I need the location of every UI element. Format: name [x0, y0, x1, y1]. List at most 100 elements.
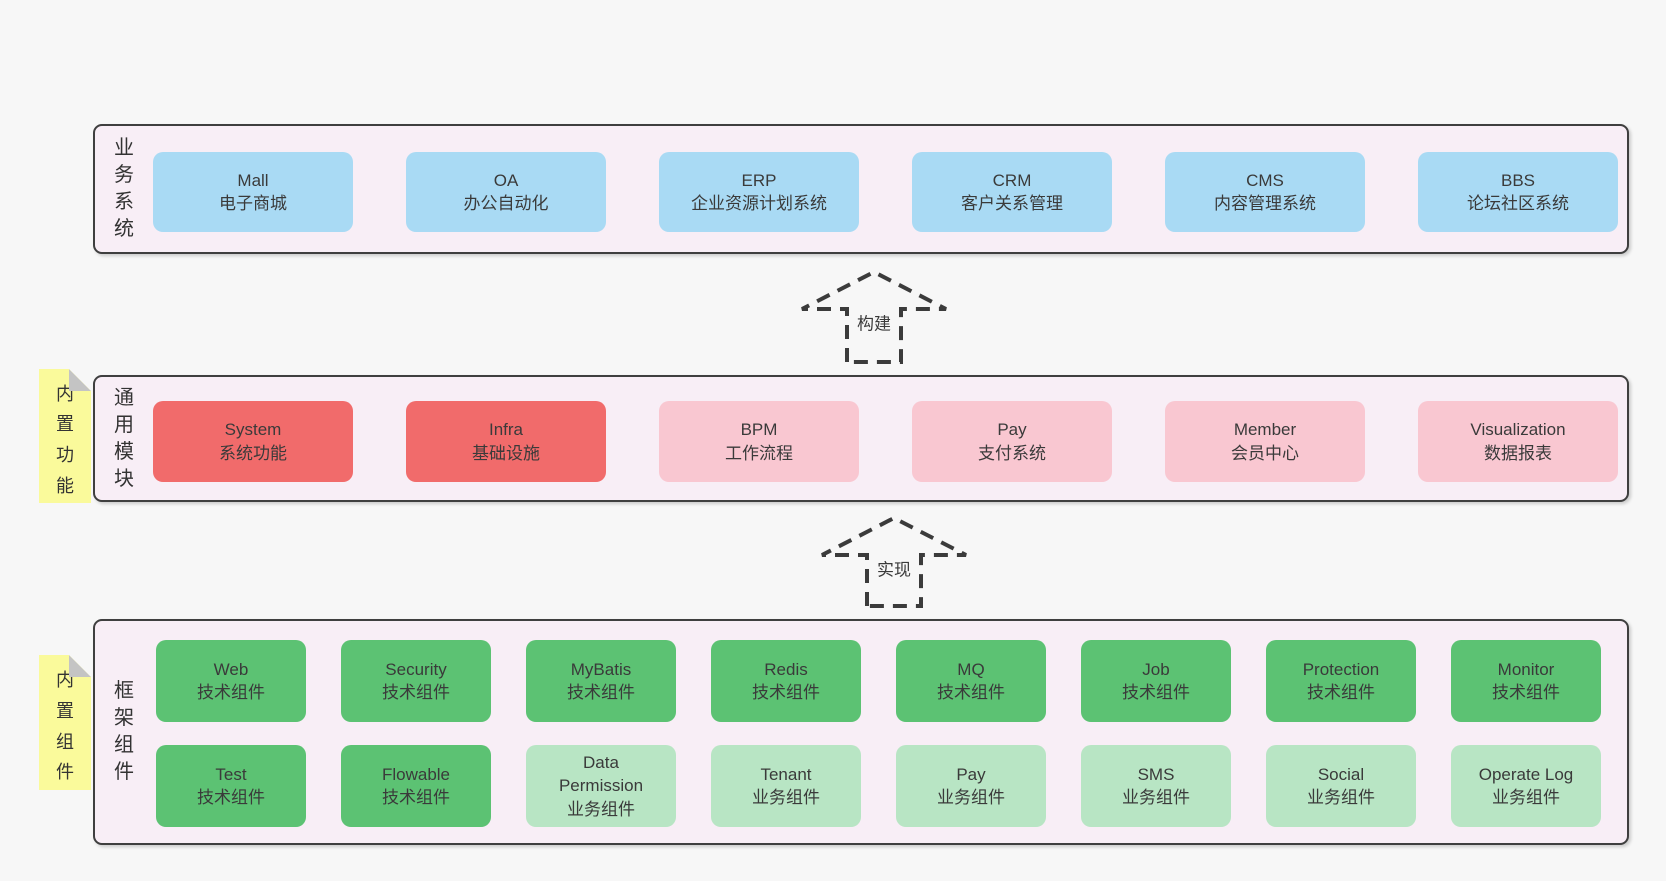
card-social: Social 业务组件	[1266, 745, 1416, 827]
card-sms-name: SMS	[1137, 764, 1175, 784]
card-security-sub: 技术组件	[382, 683, 450, 702]
card-mall-name: Mall	[237, 170, 269, 190]
card-tenant-name: Tenant	[760, 764, 812, 784]
sticky-builtin-components-text: 内置组件	[55, 670, 74, 783]
card-sms: SMS 业务组件	[1081, 745, 1231, 827]
card-bbs: BBS 论坛社区系统	[1418, 152, 1618, 232]
card-flowable: Flowable 技术组件	[341, 745, 491, 827]
card-monitor: Monitor 技术组件	[1451, 640, 1601, 722]
band-business-systems-label: 业务系统	[103, 126, 145, 252]
card-pay-component: Pay 业务组件	[896, 745, 1046, 827]
band-label-text: 通用模块	[114, 386, 134, 490]
card-operate-log-name: Operate Log	[1478, 764, 1574, 784]
card-monitor-sub: 技术组件	[1492, 683, 1560, 702]
card-pay-component-sub: 业务组件	[937, 788, 1005, 807]
implement-arrow-label: 实现	[873, 554, 915, 582]
card-social-sub: 业务组件	[1307, 788, 1375, 807]
card-erp: ERP 企业资源计划系统	[659, 152, 859, 232]
sticky-fold-corner-icon	[69, 655, 91, 677]
card-sms-sub: 业务组件	[1122, 788, 1190, 807]
card-flowable-name: Flowable	[381, 764, 451, 784]
build-arrow-label: 构建	[853, 308, 895, 336]
card-crm: CRM 客户关系管理	[912, 152, 1112, 232]
build-arrow-icon	[801, 269, 947, 364]
card-redis-sub: 技术组件	[752, 683, 820, 702]
card-cms-sub: 内容管理系统	[1214, 194, 1316, 213]
card-cms: CMS 内容管理系统	[1165, 152, 1365, 232]
implement-arrow-icon	[821, 515, 967, 608]
card-flowable-sub: 技术组件	[382, 788, 450, 807]
sticky-fold-corner-icon	[69, 369, 91, 391]
card-job-name: Job	[1142, 659, 1170, 679]
card-member-sub: 会员中心	[1231, 443, 1299, 463]
card-system: System 系统功能	[153, 401, 353, 482]
card-member-name: Member	[1233, 420, 1297, 440]
card-mybatis: MyBatis 技术组件	[526, 640, 676, 722]
card-job-sub: 技术组件	[1122, 683, 1190, 702]
card-mybatis-sub: 技术组件	[567, 683, 635, 702]
card-crm-name: CRM	[992, 170, 1032, 190]
card-operate-log-sub: 业务组件	[1492, 788, 1560, 807]
card-oa: OA 办公自动化	[406, 152, 606, 232]
sticky-builtin-features-text: 内置功能	[55, 383, 74, 496]
band-common-modules: 通用模块 System 系统功能 Infra 基础设施 BPM 工作流程 Pay…	[93, 375, 1629, 502]
card-visualization-name: Visualization	[1470, 420, 1566, 440]
card-job: Job 技术组件	[1081, 640, 1231, 722]
card-cms-name: CMS	[1246, 170, 1284, 190]
card-web-name: Web	[213, 659, 249, 679]
card-system-sub: 系统功能	[219, 443, 287, 463]
card-pay-system: Pay 支付系统	[912, 401, 1112, 482]
sticky-builtin-features: 内置功能	[39, 369, 91, 503]
card-bpm-name: BPM	[740, 420, 778, 440]
card-test-sub: 技术组件	[197, 788, 265, 807]
card-social-name: Social	[1317, 764, 1365, 784]
card-mq: MQ 技术组件	[896, 640, 1046, 722]
card-protection: Protection 技术组件	[1266, 640, 1416, 722]
card-monitor-name: Monitor	[1497, 659, 1555, 679]
card-protection-name: Protection	[1302, 659, 1380, 679]
card-crm-sub: 客户关系管理	[961, 194, 1063, 213]
card-pay-system-name: Pay	[997, 420, 1027, 440]
card-pay-component-name: Pay	[956, 764, 986, 784]
card-tenant-sub: 业务组件	[752, 788, 820, 807]
band-label-text: 框架组件	[114, 680, 134, 783]
card-system-name: System	[224, 420, 282, 440]
card-erp-name: ERP	[741, 170, 777, 190]
card-data-permission-sub: 业务组件	[567, 799, 635, 819]
card-web-sub: 技术组件	[197, 683, 265, 702]
card-operate-log: Operate Log 业务组件	[1451, 745, 1601, 827]
card-mall-sub: 电子商城	[219, 194, 287, 213]
card-bbs-sub: 论坛社区系统	[1467, 194, 1569, 213]
card-redis: Redis 技术组件	[711, 640, 861, 722]
card-bpm-sub: 工作流程	[725, 443, 793, 463]
card-web: Web 技术组件	[156, 640, 306, 722]
card-protection-sub: 技术组件	[1307, 683, 1375, 702]
card-test: Test 技术组件	[156, 745, 306, 827]
card-oa-name: OA	[493, 170, 519, 190]
card-bpm: BPM 工作流程	[659, 401, 859, 482]
card-data-permission: Data Permission 业务组件	[526, 745, 676, 827]
card-test-name: Test	[215, 764, 247, 784]
card-mybatis-name: MyBatis	[570, 659, 632, 679]
card-mq-sub: 技术组件	[937, 683, 1005, 702]
band-framework-components-label: 框架组件	[103, 621, 145, 843]
card-infra-name: Infra	[488, 420, 524, 440]
card-visualization: Visualization 数据报表	[1418, 401, 1618, 482]
band-common-modules-label: 通用模块	[103, 377, 145, 500]
card-infra: Infra 基础设施	[406, 401, 606, 482]
card-security-name: Security	[385, 659, 447, 679]
band-label-text: 业务系统	[114, 137, 134, 240]
card-oa-sub: 办公自动化	[463, 194, 549, 213]
card-mall: Mall 电子商城	[153, 152, 353, 232]
card-bbs-name: BBS	[1500, 170, 1536, 190]
card-infra-sub: 基础设施	[472, 443, 540, 463]
card-tenant: Tenant 业务组件	[711, 745, 861, 827]
band-framework-components: 框架组件 Web 技术组件 Security 技术组件 MyBatis 技术组件…	[93, 619, 1629, 845]
band-business-systems: 业务系统 Mall 电子商城 OA 办公自动化 ERP 企业资源计划系统 CRM…	[93, 124, 1629, 254]
sticky-builtin-components: 内置组件	[39, 655, 91, 790]
card-pay-system-sub: 支付系统	[978, 443, 1046, 463]
card-data-permission-name: Data Permission	[558, 752, 644, 796]
card-security: Security 技术组件	[341, 640, 491, 722]
card-mq-name: MQ	[957, 659, 985, 679]
card-visualization-sub: 数据报表	[1484, 443, 1552, 463]
